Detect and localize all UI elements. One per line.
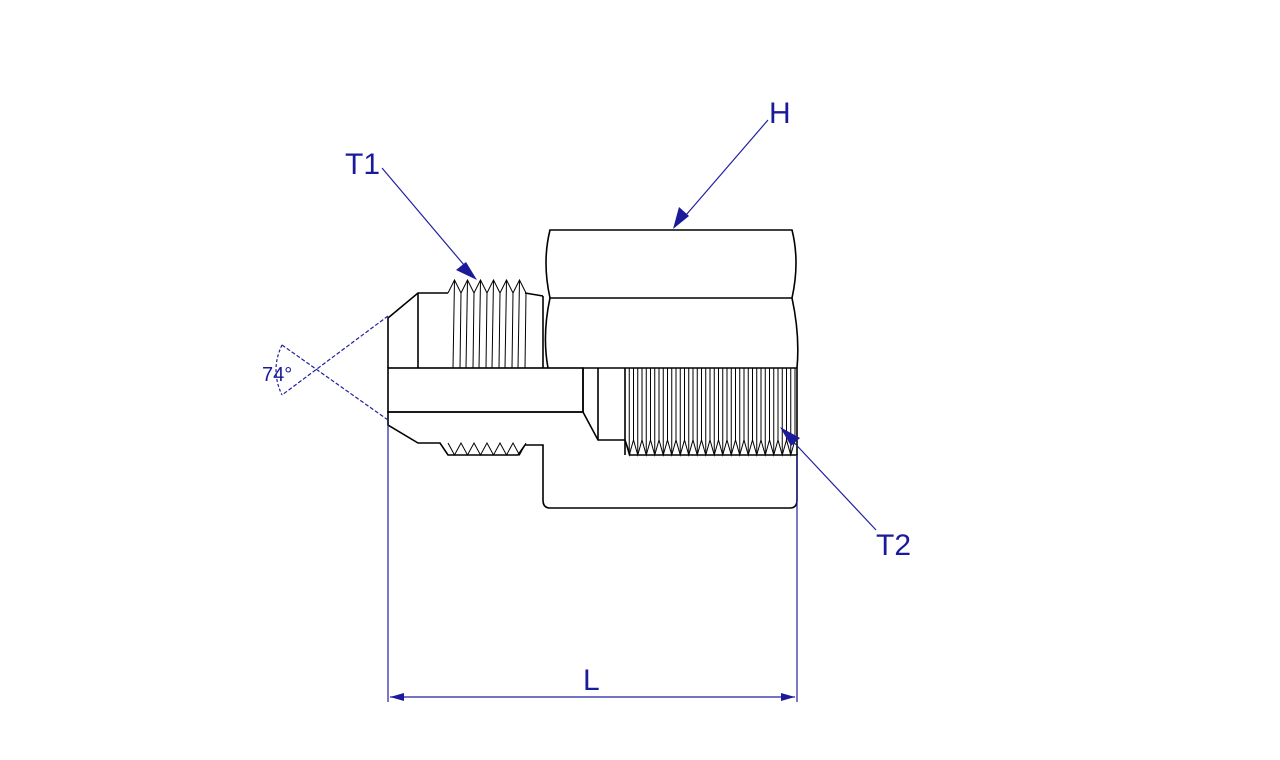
thread-line — [447, 278, 527, 295]
thread-line — [756, 368, 762, 455]
thread-line — [730, 368, 736, 455]
leader-t2: T2 — [780, 427, 911, 562]
thread-line — [478, 279, 488, 369]
thread-line — [624, 438, 796, 457]
thread-line — [671, 368, 677, 455]
length-dimension: L — [387, 425, 798, 702]
thread-line — [517, 279, 527, 369]
thread-t1-label: T1 — [345, 148, 380, 181]
thread-line — [662, 368, 668, 455]
thread-line — [679, 368, 685, 455]
thread-line — [654, 368, 660, 455]
male-thread — [447, 278, 527, 457]
hex-label: H — [769, 97, 791, 130]
thread-line — [504, 279, 514, 369]
thread-line — [628, 368, 634, 455]
thread-t2-label: T2 — [876, 529, 911, 562]
angle-dimension: 74° — [262, 315, 389, 421]
leader-t1: T1 — [345, 148, 477, 280]
leader-h: H — [673, 97, 791, 229]
thread-line — [722, 368, 728, 455]
thread-line — [688, 368, 694, 455]
thread-line — [491, 279, 501, 369]
thread-line — [637, 368, 643, 455]
thread-line — [452, 279, 462, 369]
thread-line — [747, 368, 753, 455]
thread-line — [781, 368, 787, 455]
thread-line — [713, 368, 719, 455]
female-thread — [624, 368, 796, 457]
angle-label: 74° — [262, 364, 292, 386]
length-label: L — [583, 664, 600, 697]
thread-line — [739, 368, 745, 455]
thread-line — [764, 368, 770, 455]
thread-line — [696, 368, 702, 455]
thread-line — [645, 368, 651, 455]
thread-line — [447, 441, 527, 457]
arrow-icon — [456, 262, 477, 280]
thread-line — [773, 368, 779, 455]
arrow-icon — [780, 427, 800, 446]
arrow-icon — [673, 207, 689, 229]
thread-line — [465, 279, 475, 369]
thread-line — [705, 368, 711, 455]
